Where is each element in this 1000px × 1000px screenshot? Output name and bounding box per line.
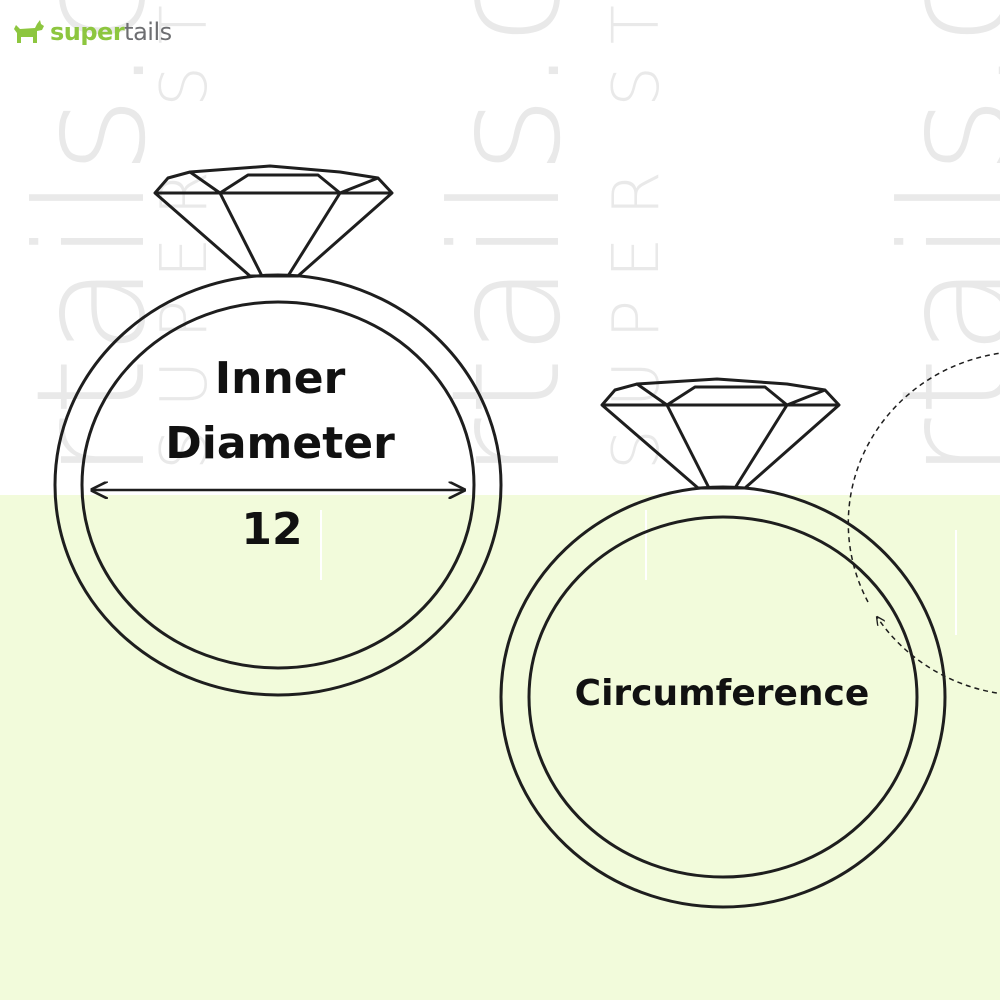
brand-name-part2: tails [124, 18, 172, 46]
watermark-divider [320, 510, 322, 580]
left-ring [53, 164, 503, 697]
brand-name-part1: super [50, 18, 125, 46]
diameter-value: 12 [241, 504, 303, 555]
bottom-background-band [0, 495, 1000, 1000]
brand-logo[interactable]: supertails [12, 12, 172, 52]
right-ring-gem-icon [600, 377, 841, 490]
inner-label-line1: Inner [214, 353, 346, 404]
circumference-label: Circumference [574, 673, 870, 714]
inner-label-line2: Diameter [165, 418, 395, 469]
watermark-divider [645, 510, 647, 580]
circumference-dashed-arrow [847, 352, 1000, 695]
dog-icon [14, 20, 44, 43]
right-ring-inner-band [527, 515, 919, 879]
right-ring [499, 352, 1000, 909]
left-ring-outer-band [53, 273, 503, 697]
left-ring-inner-band [80, 300, 476, 670]
left-ring-gem-icon [153, 164, 394, 278]
brand-name: supertails [50, 18, 172, 46]
watermark-divider [955, 530, 957, 635]
